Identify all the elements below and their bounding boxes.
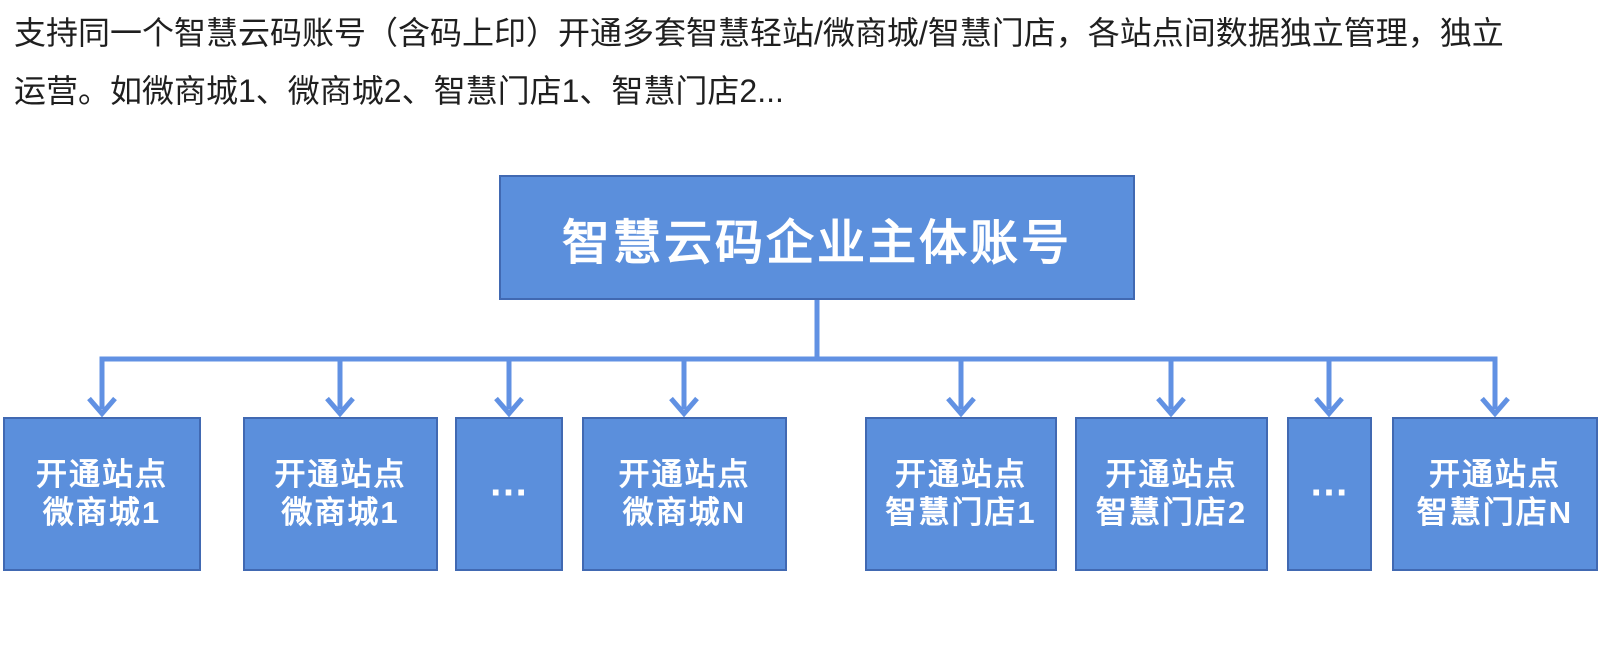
node-ellipsis-left: … xyxy=(455,417,563,571)
node-label-line: 开通站点 xyxy=(1105,457,1238,492)
node-label-line: 开通站点 xyxy=(274,457,407,492)
intro-line-2: 运营。如微商城1、微商城2、智慧门店1、智慧门店2... xyxy=(14,73,784,109)
node-label-line: 微商城N xyxy=(622,495,747,530)
node-ellipsis-right: … xyxy=(1287,417,1372,571)
ellipsis-label: … xyxy=(1309,460,1350,505)
intro-paragraph: 支持同一个智慧云码账号（含码上印）开通多套智慧轻站/微商城/智慧门店，各站点间数… xyxy=(14,4,1604,120)
node-label-line: 开通站点 xyxy=(618,457,751,492)
node-label-line: 微商城1 xyxy=(42,495,162,530)
node-root-account: 智慧云码企业主体账号 xyxy=(499,175,1135,300)
node-label-line: 开通站点 xyxy=(895,457,1027,492)
node-site-zhihuimendian-2: 开通站点 智慧门店2 xyxy=(1075,417,1268,571)
connector-arrowheads xyxy=(87,396,1510,418)
node-site-weishangcheng-1: 开通站点 微商城1 xyxy=(3,417,201,571)
node-site-weishangcheng-1b: 开通站点 微商城1 xyxy=(243,417,438,571)
node-label-line: 智慧门店2 xyxy=(1095,495,1248,530)
node-label-line: 开通站点 xyxy=(1429,457,1561,492)
node-root-label: 智慧云码企业主体账号 xyxy=(561,216,1072,270)
ellipsis-label: … xyxy=(488,460,530,505)
node-site-zhihuimendian-n: 开通站点 智慧门店N xyxy=(1392,417,1598,571)
node-site-zhihuimendian-1: 开通站点 智慧门店1 xyxy=(865,417,1057,571)
node-label-line: 智慧门店N xyxy=(1416,495,1574,530)
connector-stems xyxy=(99,300,1498,409)
node-site-weishangcheng-n: 开通站点 微商城N xyxy=(582,417,787,571)
node-label-line: 微商城1 xyxy=(281,495,400,530)
intro-line-1: 支持同一个智慧云码账号（含码上印）开通多套智慧轻站/微商城/智慧门店，各站点间数… xyxy=(14,15,1504,51)
node-label-line: 智慧门店1 xyxy=(885,495,1037,530)
node-label-line: 开通站点 xyxy=(36,457,168,492)
